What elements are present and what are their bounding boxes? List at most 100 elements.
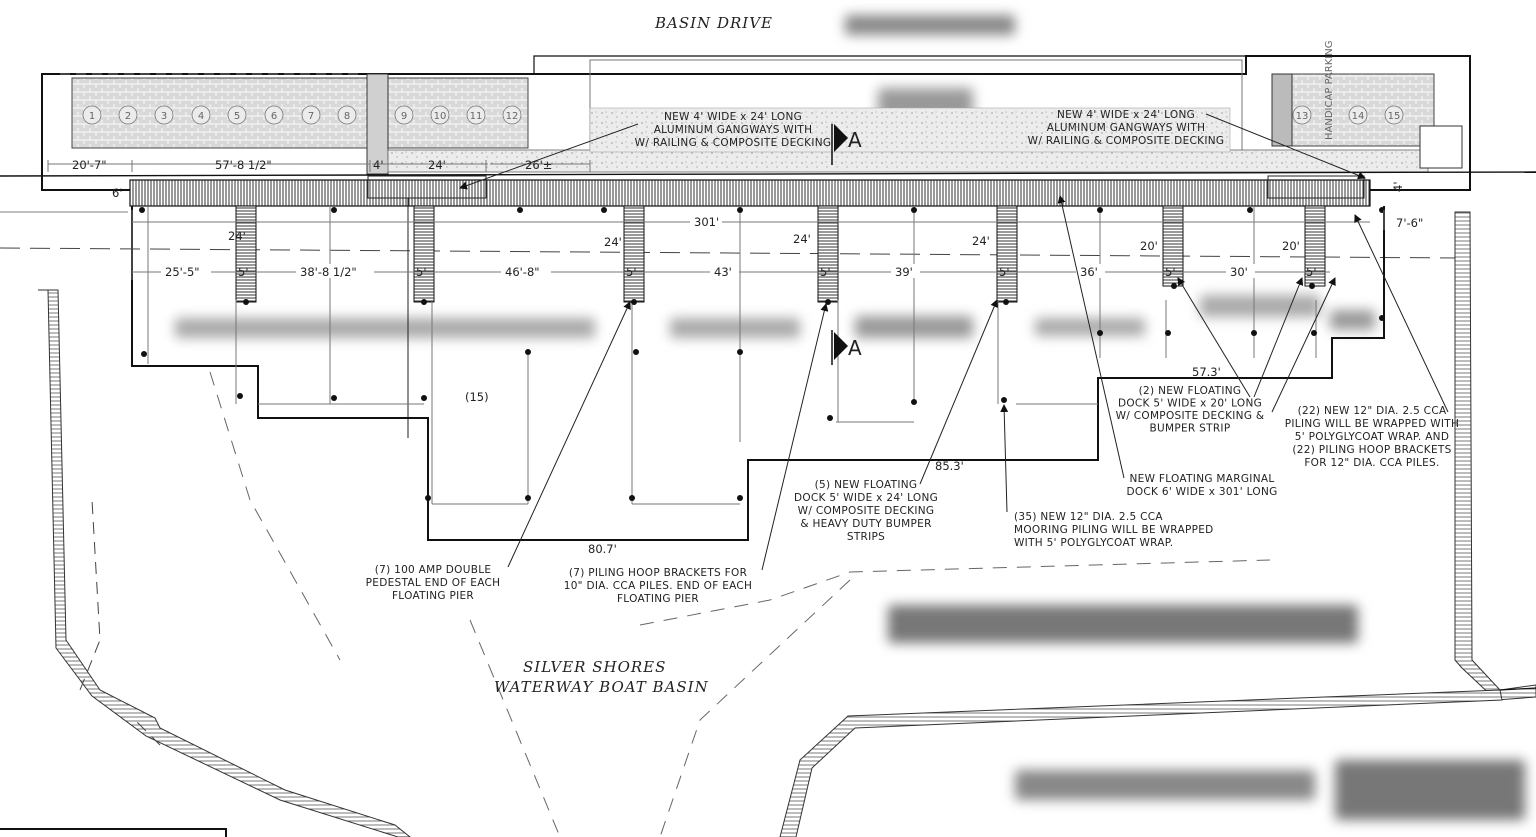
marginal-dock-callout: NEW FLOATING MARGINAL: [1130, 473, 1275, 485]
dock-24ft-callout: & HEAVY DUTY BUMPER: [800, 518, 931, 530]
marginal-dock-callout: DOCK 6' WIDE x 301' LONG: [1126, 486, 1277, 498]
section-marker-a-bottom: A: [831, 330, 862, 365]
gangways: [367, 175, 1365, 438]
mooring-piling-callout: MOORING PILING WILL BE WRAPPED: [1014, 524, 1214, 536]
gangway-callout-left: NEW 4' WIDE x 24' LONG: [664, 111, 802, 123]
finger-piers: [235, 205, 1326, 303]
piling: [421, 395, 427, 401]
piling: [139, 207, 145, 213]
gangway-length-dim: 24': [604, 235, 622, 249]
dim-top-5: 26'±: [525, 158, 552, 172]
pier-width-dim: 5': [820, 265, 830, 279]
stall-marker: [191, 105, 211, 125]
dock-24ft-callout: (5) NEW FLOATING: [815, 479, 918, 491]
dim-side-left: 6': [112, 186, 122, 200]
dock-20ft-callout: DOCK 5' WIDE x 20' LONG: [1118, 398, 1262, 410]
piling: [517, 207, 523, 213]
gangway-callout-right: NEW 4' WIDE x 24' LONG: [1057, 109, 1195, 121]
redacted-areas: [175, 15, 1525, 820]
stall-marker: [264, 105, 284, 125]
pier-spacing-dim: 36': [1080, 265, 1098, 279]
stall-number: 10: [434, 111, 447, 122]
stall-number: 15: [1388, 111, 1401, 122]
mooring-piling-callout: WITH 5' POLYGLYCOAT WRAP.: [1014, 537, 1173, 549]
waterway-boundary: [38, 211, 1536, 837]
leader-lines: [459, 113, 1449, 571]
piling: [243, 299, 249, 305]
stall-marker: [1348, 105, 1368, 125]
stall-marker: [466, 105, 486, 125]
piling: [331, 395, 337, 401]
piling-12in-callout: (22) PILING HOOP BRACKETS: [1292, 444, 1451, 456]
stall-number: 9: [401, 111, 407, 122]
piling: [525, 349, 531, 355]
section-label: A: [848, 128, 862, 152]
dock-20ft-callout: BUMPER STRIP: [1150, 423, 1231, 435]
piling: [421, 299, 427, 305]
pilings: [139, 207, 1385, 501]
stall-number: 7: [308, 111, 314, 122]
stall-marker: [154, 105, 174, 125]
piling: [1003, 299, 1009, 305]
piling: [601, 207, 607, 213]
stall-marker: [227, 105, 247, 125]
piling-12in-callout: 5' POLYGLYCOAT WRAP. AND: [1295, 431, 1449, 443]
gangway-length-dim: 24': [972, 234, 990, 248]
piling: [1165, 330, 1171, 336]
mooring-piling-callout: (35) NEW 12" DIA. 2.5 CCA: [1014, 511, 1163, 523]
piling: [1309, 283, 1315, 289]
finger-pier: [623, 205, 645, 303]
dock-20ft-callout: (2) NEW FLOATING: [1139, 385, 1242, 397]
piling-12in-callout: FOR 12" DIA. CCA PILES.: [1304, 457, 1439, 469]
gangway-callout-left: W/ RAILING & COMPOSITE DECKING: [635, 137, 832, 149]
piling: [1379, 315, 1385, 321]
stall-marker: [118, 105, 138, 125]
dock-24ft-callout: STRIPS: [847, 531, 885, 543]
pier-spacing-dim: 43': [714, 265, 732, 279]
dim-top-1: 20'-7": [72, 158, 107, 172]
stall-number: 4: [198, 111, 204, 122]
stall-marker: [502, 105, 522, 125]
gangway-length-dim: 24': [793, 232, 811, 246]
property-line: [0, 247, 1461, 259]
piling: [911, 399, 917, 405]
piling: [1097, 330, 1103, 336]
basin-name-line1: SILVER SHORES: [523, 658, 666, 676]
piling: [141, 351, 147, 357]
street-name: BASIN DRIVE: [654, 14, 773, 32]
basin-name-line2: WATERWAY BOAT BASIN: [494, 678, 709, 696]
pier-width-dim: 5': [416, 265, 426, 279]
pier-dimensions: 24'24'24'24'20'20'5'5'5'5'5'5'5'25'-5"38…: [161, 229, 1316, 279]
stall-marker: [394, 105, 414, 125]
area-dim-1: 80.7': [588, 542, 617, 556]
marginal-dock: [129, 179, 1371, 207]
parking-lot-right: HANDICAP PARKING: [1271, 41, 1463, 169]
dim-top-2: 57'-8 1/2": [215, 158, 272, 172]
piling: [331, 207, 337, 213]
piling: [827, 415, 833, 421]
piling: [237, 393, 243, 399]
gangway-length-dim: 20': [1140, 239, 1158, 253]
piling-12in-callout: PILING WILL BE WRAPPED WITH: [1285, 418, 1459, 430]
stall-number: 14: [1352, 111, 1365, 122]
dim-overall: 301': [694, 215, 719, 229]
finger-pier: [817, 205, 839, 303]
gangway-callout-right: ALUMINUM GANGWAYS WITH: [1047, 122, 1206, 134]
pier-width-dim: 5': [999, 265, 1009, 279]
pier-width-dim: 5': [1306, 265, 1316, 279]
piling: [1247, 207, 1253, 213]
stall-number: 11: [470, 111, 483, 122]
stall-marker: [430, 105, 450, 125]
stall-number: 12: [506, 111, 519, 122]
slip-lines: [147, 206, 1317, 505]
hoop-bracket-callout: (7) PILING HOOP BRACKETS FOR: [569, 567, 747, 579]
stall-marker: [1292, 105, 1312, 125]
pier-width-dim: 5': [1165, 265, 1175, 279]
pedestal-callout: FLOATING PIER: [392, 590, 474, 602]
stall-number: 2: [125, 111, 131, 122]
dim-side-right: 7'-6": [1396, 216, 1423, 230]
finger-pier: [996, 205, 1018, 303]
dock-20ft-callout: W/ COMPOSITE DECKING &: [1116, 410, 1265, 422]
piling: [629, 495, 635, 501]
